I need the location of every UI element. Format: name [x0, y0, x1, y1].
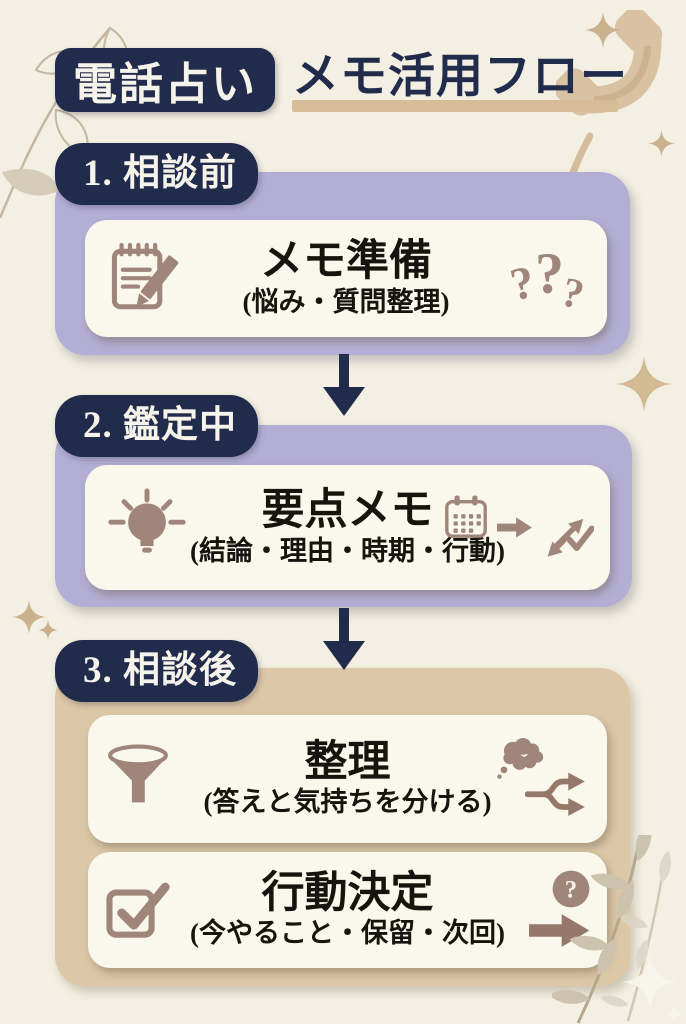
arrow-right-bold-icon [529, 914, 590, 947]
sparkle-icon [648, 130, 675, 157]
arrow-right-icon [497, 517, 532, 538]
card-subtitle: (今やること・保留・次回) [190, 918, 505, 949]
question-mark: ? [535, 240, 564, 305]
section-3-container: 整理 (答えと気持ちを分ける) [55, 668, 630, 986]
section-2-label: 2. 鑑定中 [55, 395, 258, 457]
flow-down-arrow-icon [323, 608, 365, 670]
section-1-label: 1. 相談前 [55, 143, 258, 205]
sparkle-icon [585, 12, 621, 48]
card-action-decision: 行動決定 (今やること・保留・次回) ? [88, 852, 607, 968]
sparkle-icon [616, 356, 672, 412]
split-arrows-icon [525, 772, 585, 816]
card-text: 要点メモ (結論・理由・時期・行動) [85, 465, 610, 590]
card-key-points-memo: 要点メモ (結論・理由・時期・行動) [85, 465, 610, 590]
card-title: メモ準備 [260, 238, 432, 286]
card-right-icons [495, 731, 595, 827]
flow-down-arrow-icon [323, 354, 365, 416]
section-3-label: 3. 相談後 [55, 640, 258, 702]
card-title: 要点メモ [261, 487, 434, 535]
card-subtitle: (悩み・質問整理) [242, 286, 450, 317]
sparkle-icon [664, 1004, 684, 1024]
card-text: メモ準備 (悩み・質問整理) [85, 220, 607, 337]
card-title: 整理 [304, 738, 391, 786]
card-right-icons [442, 494, 594, 557]
page-title: メモ活用フロー [292, 51, 628, 103]
calendar-icon [445, 494, 487, 538]
sparkle-icon [12, 600, 46, 634]
card-text: 行動決定 (今やること・保留・次回) [88, 852, 607, 968]
question-circle-icon: ? [552, 870, 590, 908]
thought-cloud-icon [497, 737, 544, 779]
checkbox-check-icon [104, 875, 172, 946]
card-subtitle: (結論・理由・時期・行動) [190, 535, 505, 566]
title-badge-text: 電話占い [73, 60, 257, 109]
notepad-pencil-icon [101, 234, 185, 323]
title-badge: 電話占い [55, 48, 275, 112]
sparkle-icon [38, 620, 58, 640]
card-text: 整理 (答えと気持ちを分ける) [88, 715, 607, 843]
lightbulb-icon [101, 483, 193, 572]
title-underline [292, 100, 618, 112]
funnel-icon [104, 741, 172, 818]
card-subtitle: (答えと気持ちを分ける) [203, 787, 492, 818]
swap-check-icon [547, 518, 594, 557]
card-right-icons: ? [529, 869, 591, 951]
section-1-container: メモ準備 (悩み・質問整理) ? ? ? [55, 172, 630, 355]
question-marks-icon: ? ? ? [506, 240, 589, 319]
question-glyph: ? [565, 876, 577, 903]
card-organize: 整理 (答えと気持ちを分ける) [88, 715, 607, 843]
card-memo-preparation: メモ準備 (悩み・質問整理) ? ? ? [85, 220, 607, 337]
card-title: 行動決定 [261, 869, 434, 917]
sparkle-icon [622, 954, 678, 1010]
